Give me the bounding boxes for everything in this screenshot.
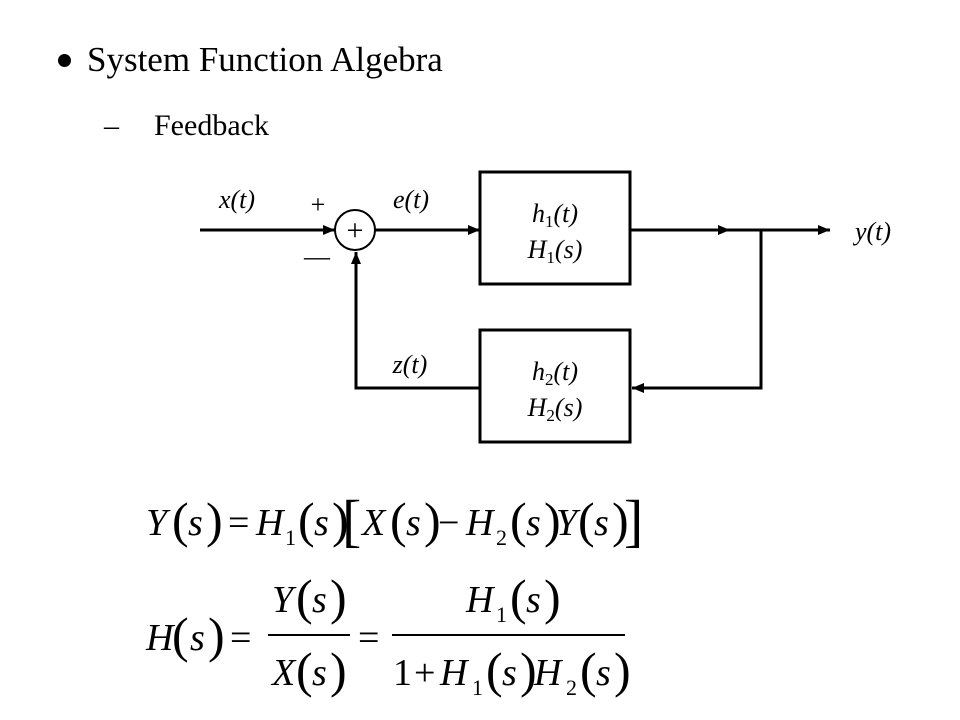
- svg-text:): ): [208, 607, 225, 663]
- svg-text:(: (: [172, 607, 189, 663]
- svg-text:s: s: [312, 652, 327, 694]
- sub-bullet-row: – Feedback: [104, 108, 269, 144]
- block2-impulse-response: h2(t): [532, 357, 578, 389]
- svg-text:H: H: [439, 652, 470, 694]
- block-h2: [478, 328, 632, 444]
- svg-text:=: =: [230, 617, 251, 659]
- svg-text:=: =: [358, 617, 379, 659]
- svg-text:Y: Y: [556, 502, 581, 544]
- svg-text:): ): [330, 569, 347, 625]
- svg-text:(: (: [510, 492, 527, 548]
- signal-x: x(t): [218, 185, 255, 214]
- svg-text:): ): [544, 569, 561, 625]
- svg-text:X: X: [360, 502, 387, 544]
- svg-text:=: =: [228, 502, 249, 544]
- svg-text:H: H: [465, 502, 496, 544]
- svg-text:[: [: [342, 488, 361, 553]
- slide-title: System Function Algebra: [87, 40, 443, 79]
- svg-text:): ): [614, 642, 631, 698]
- svg-text:s: s: [312, 579, 327, 621]
- svg-text:2: 2: [566, 675, 577, 700]
- bullet-dot-icon: [58, 53, 71, 67]
- svg-text:): ): [206, 492, 223, 548]
- svg-text:s: s: [526, 502, 541, 544]
- svg-text:(: (: [296, 569, 313, 625]
- block-h1: [478, 170, 632, 286]
- svg-text:(: (: [296, 642, 313, 698]
- svg-text:(: (: [580, 642, 597, 698]
- svg-text:1: 1: [496, 602, 507, 627]
- minus-sign: —: [303, 242, 331, 271]
- svg-text:1: 1: [472, 675, 483, 700]
- summing-plus-symbol: +: [347, 214, 364, 247]
- svg-text:H: H: [145, 617, 176, 659]
- equation-2: H ( s ) = Y ( s ) X ( s ) = H 1 ( s ) 1 …: [145, 569, 631, 700]
- svg-text:2: 2: [496, 525, 507, 550]
- svg-text:Y: Y: [146, 502, 171, 544]
- svg-text:(: (: [172, 492, 189, 548]
- svg-text:1: 1: [285, 525, 296, 550]
- svg-text:Y: Y: [272, 579, 297, 621]
- plus-sign: +: [311, 190, 326, 219]
- equation-1: Y ( s ) = H 1 ( s ) [ X ( s ) − H 2 ( s …: [146, 488, 643, 553]
- svg-text:): ): [612, 492, 629, 548]
- svg-text:s: s: [594, 502, 609, 544]
- sub-bullet-dash: –: [104, 109, 119, 142]
- svg-text:(: (: [390, 492, 407, 548]
- svg-text:1: 1: [393, 652, 412, 694]
- svg-text:H: H: [465, 579, 496, 621]
- svg-text:(: (: [298, 492, 315, 548]
- bullet-title-row: System Function Algebra: [58, 40, 443, 80]
- svg-text:s: s: [526, 579, 541, 621]
- svg-text:H: H: [255, 502, 286, 544]
- svg-text:(: (: [486, 642, 503, 698]
- svg-text:s: s: [190, 617, 205, 659]
- block2-system-function: H2(s): [527, 393, 583, 425]
- svg-text:(: (: [578, 492, 595, 548]
- svg-text:−: −: [438, 502, 459, 544]
- svg-text:): ): [520, 642, 537, 698]
- signal-y: y(t): [852, 217, 891, 246]
- feedback-path-in: [351, 252, 480, 390]
- svg-text:s: s: [188, 502, 203, 544]
- svg-text:s: s: [314, 502, 329, 544]
- svg-text:s: s: [502, 652, 517, 694]
- block1-system-function: H1(s): [527, 235, 583, 267]
- svg-text:): ): [332, 492, 349, 548]
- svg-text:+: +: [414, 652, 435, 694]
- svg-text:): ): [424, 492, 441, 548]
- block1-impulse-response: h1(t): [532, 199, 578, 231]
- svg-text:): ): [330, 642, 347, 698]
- feedback-path-out: [632, 230, 763, 393]
- svg-text:s: s: [596, 652, 611, 694]
- signal-e: e(t): [393, 185, 429, 214]
- svg-text:]: ]: [624, 488, 643, 553]
- slide-subtitle: Feedback: [154, 109, 269, 142]
- svg-text:X: X: [270, 652, 297, 694]
- svg-text:H: H: [533, 652, 564, 694]
- svg-text:): ): [544, 492, 561, 548]
- svg-text:(: (: [510, 569, 527, 625]
- signal-z: z(t): [392, 350, 428, 379]
- svg-text:s: s: [406, 502, 421, 544]
